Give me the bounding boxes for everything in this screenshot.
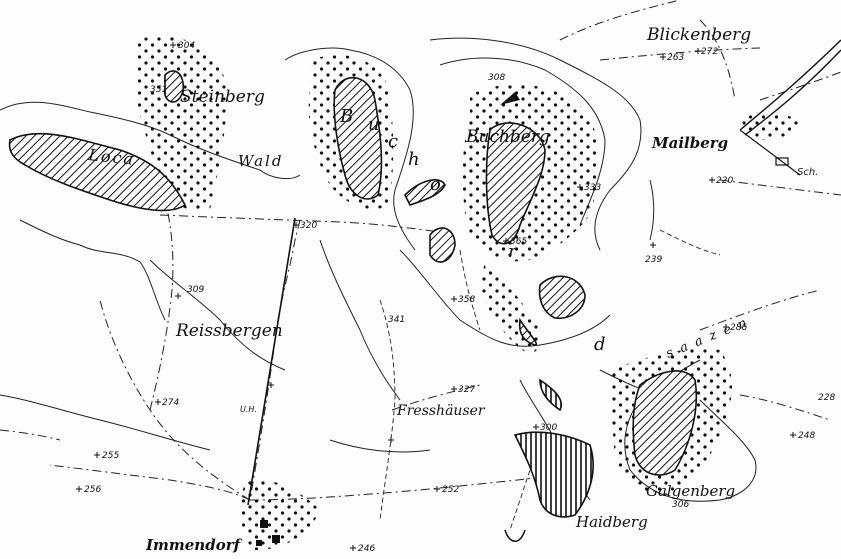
spot-height-label: 358 [458, 295, 475, 305]
spot-height-label: 246 [358, 544, 375, 554]
spot-height-label: 272 [701, 47, 718, 57]
spot-height-label: 351 [150, 85, 167, 95]
spot-height-label: 333 [584, 183, 601, 193]
label-uh: U.H. [240, 405, 257, 414]
place-buchberg: Buchberg [465, 127, 550, 147]
spot-height-label: 256 [84, 485, 101, 495]
forest-letter: B [339, 106, 355, 127]
spot-height-label: 220 [716, 176, 733, 186]
contour-lines [0, 37, 757, 502]
spot-height-label: 304 [178, 41, 195, 51]
village-block [260, 520, 268, 528]
forest-letter: u [368, 114, 382, 135]
map-symbols [256, 92, 789, 546]
place-blickenberg: Blickenberg [646, 25, 751, 45]
place-reissbergen: Reissbergen [175, 321, 283, 341]
spot-height-label: 252 [442, 485, 459, 495]
village-block [272, 535, 280, 543]
spot-height-label: 341 [388, 315, 405, 325]
place-galgenberg: Galgenberg [646, 482, 735, 500]
spot-height-label: 274 [162, 398, 179, 408]
dotted-woodland [135, 36, 800, 550]
forest-letter: h [408, 149, 422, 170]
vertical-hatched-areas [513, 378, 594, 518]
forest-wald: Wald [238, 152, 283, 170]
place-sch: Sch. [797, 167, 818, 178]
spot-height-label: 365 [510, 237, 527, 247]
hatched-areas [8, 70, 698, 476]
spot-height-label: 228 [818, 393, 835, 403]
forest-letter: r [508, 241, 519, 262]
forest-loca: Loca [87, 145, 136, 169]
place-mailberg: Mailberg [651, 134, 728, 152]
spot-height-label: 327 [458, 385, 475, 395]
forest-letter: o [430, 174, 443, 195]
spot-height-label: 300 [540, 423, 557, 433]
roads [0, 0, 841, 531]
place-names: Blickenberg Steinberg Buchberg Mailberg … [145, 25, 818, 554]
village-block [256, 540, 262, 546]
place-immendorf: Immendorf [145, 536, 243, 554]
spot-height-label: 320 [300, 221, 317, 231]
spot-height-label: 306 [672, 500, 689, 510]
spot-height-label: 308 [488, 73, 505, 83]
arc-marker [504, 529, 526, 542]
place-haidberg: Haidberg [575, 513, 648, 531]
spot-height-label: 309 [187, 285, 204, 295]
place-fresshauser: Fresshäuser [396, 403, 486, 419]
forest-letter: d [594, 334, 608, 355]
spot-height-label: 263 [667, 53, 684, 63]
spot-height-label: 248 [798, 431, 815, 441]
place-steinberg: Steinberg [180, 87, 265, 107]
spot-height-crosses [76, 42, 796, 551]
triangle-marker [500, 92, 520, 105]
forest-letter: c [388, 131, 400, 152]
spot-height-label: 255 [102, 451, 119, 461]
spot-height-label: 286 [730, 323, 747, 333]
spot-heights: 304 351 308 263 272 333 320 220 365 239 … [84, 41, 835, 554]
spot-height-label: 239 [645, 255, 662, 265]
building-symbol [775, 157, 789, 166]
